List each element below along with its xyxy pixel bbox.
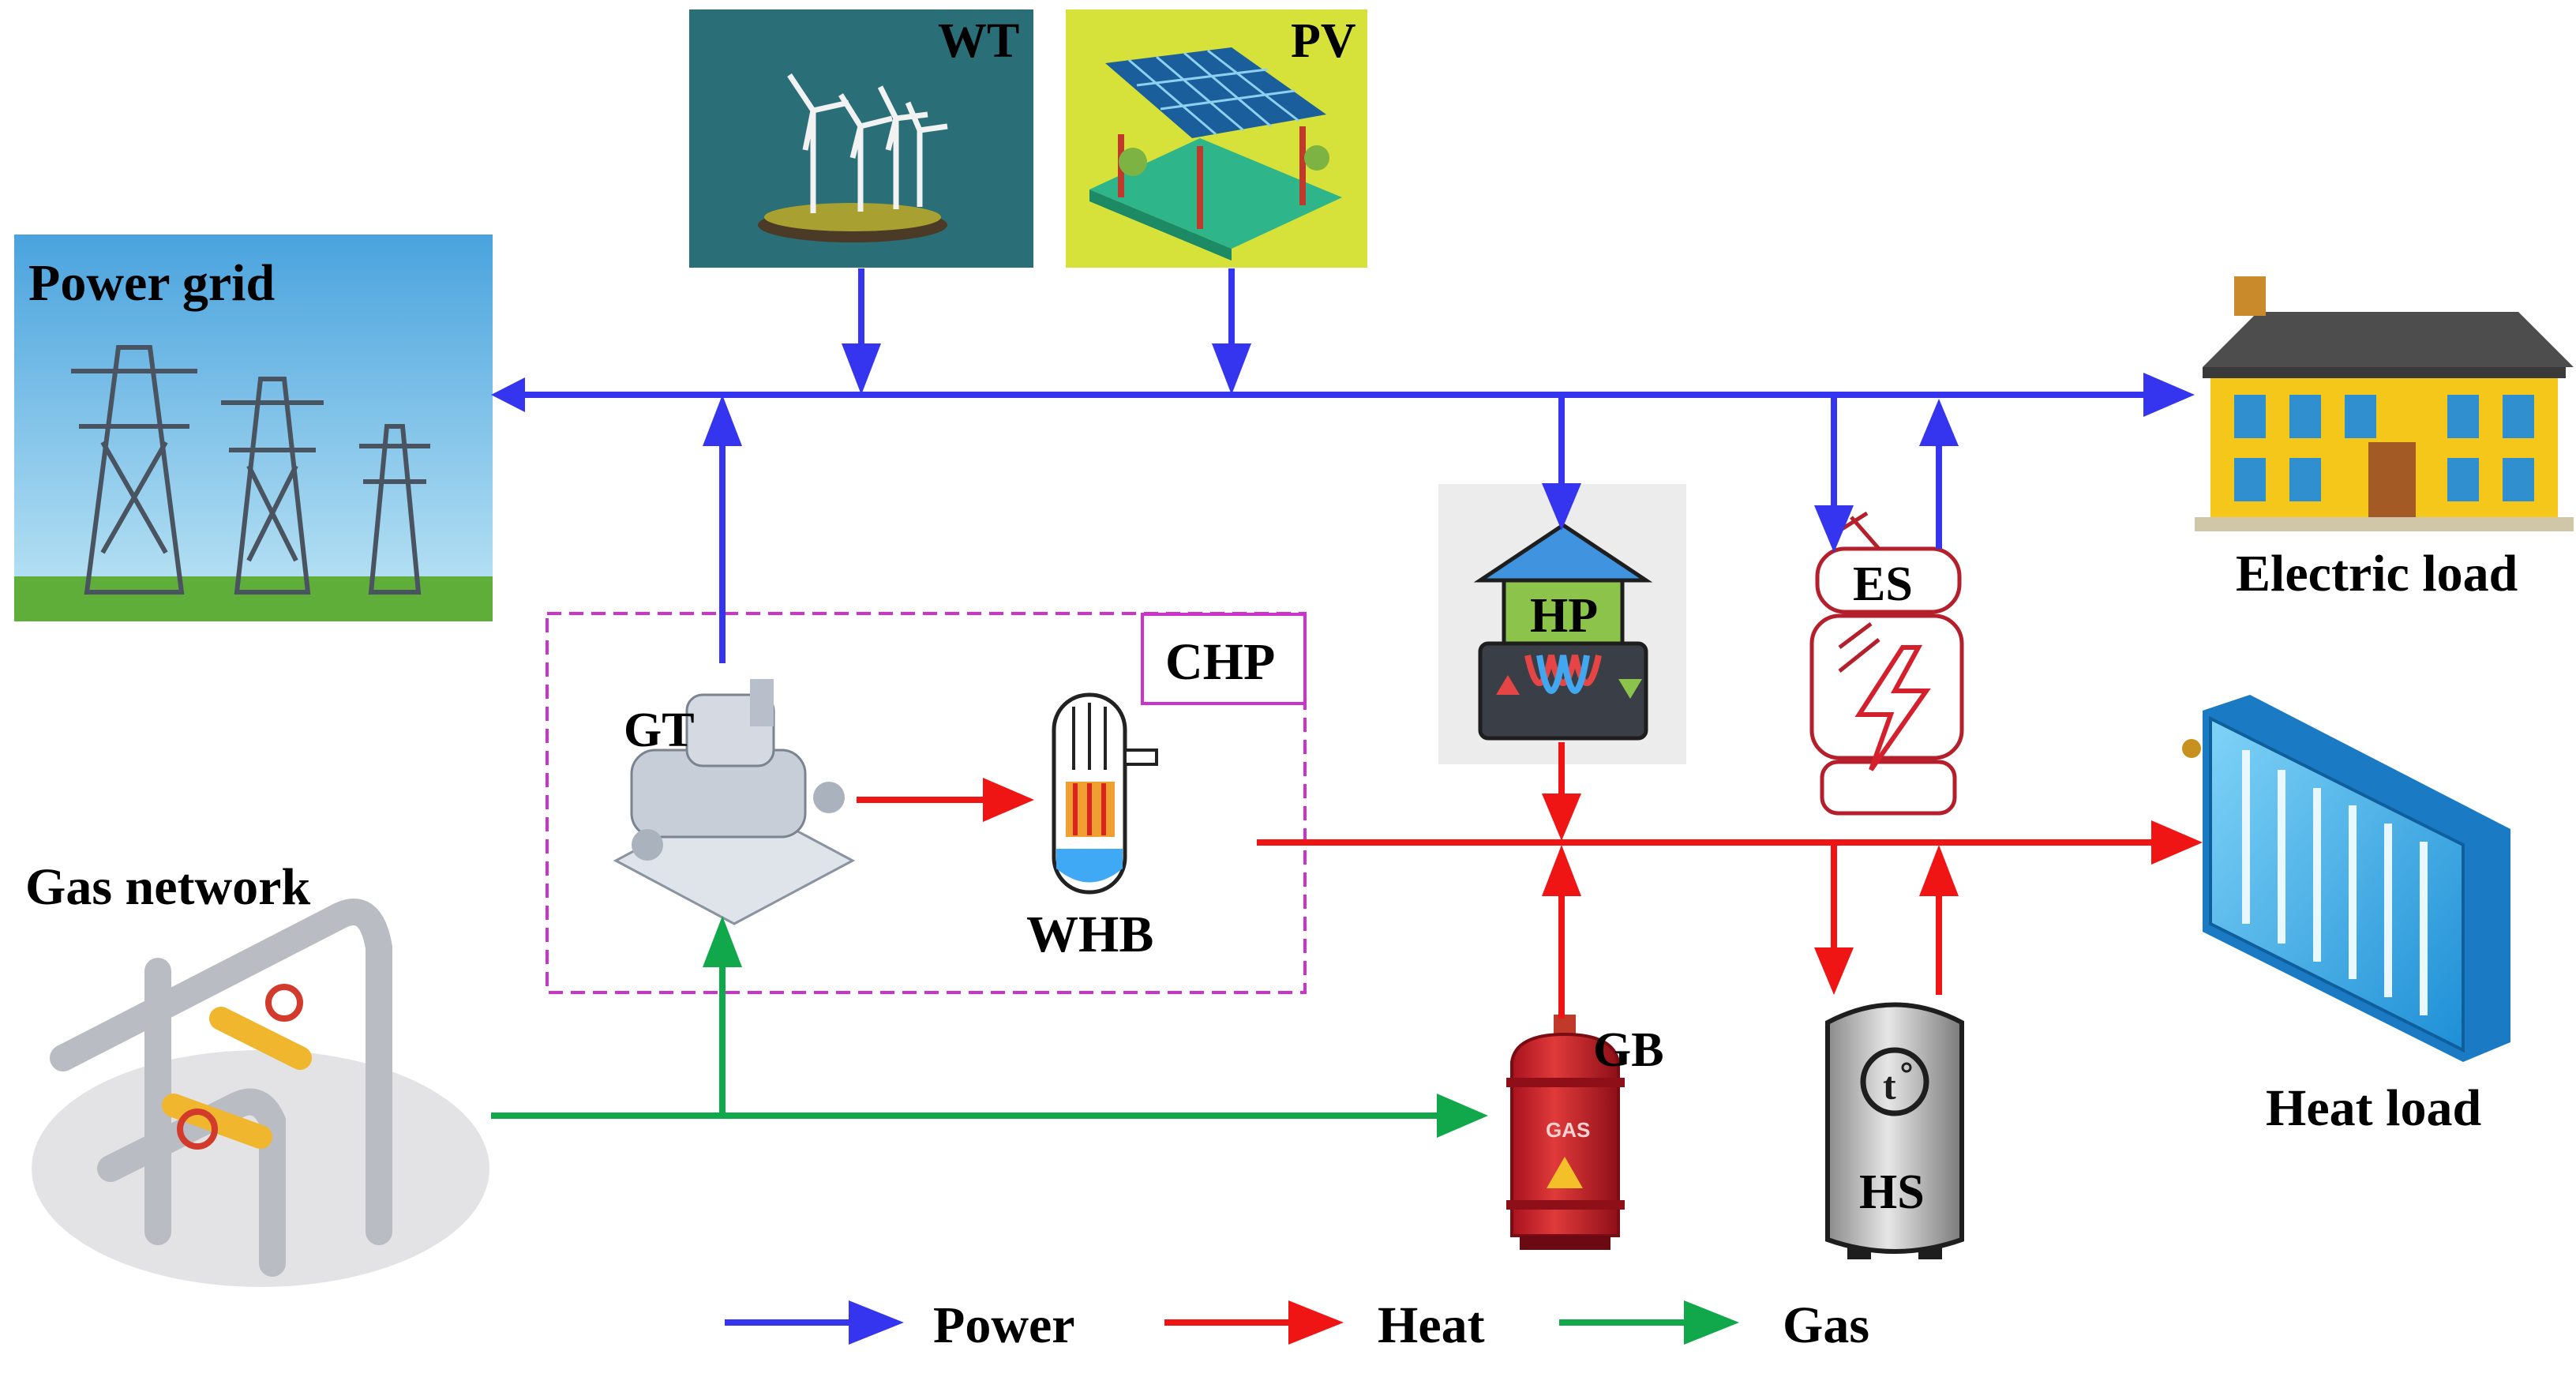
svg-text:t: t — [1883, 1064, 1896, 1108]
power-flow-lines — [525, 268, 2143, 663]
heat-load-radiator-icon: Heat load — [2182, 695, 2510, 1137]
legend-item-heat: Heat — [1164, 1296, 1485, 1354]
wind-turbine-image: WT — [689, 9, 1033, 268]
gas-boiler-cylinder-icon: GAS GB — [1506, 1015, 1664, 1250]
pv-image: PV — [1066, 9, 1367, 268]
gas-network-pipes-icon: Gas network — [25, 858, 489, 1287]
heat-arrowheads — [983, 778, 2203, 995]
power-arrowheads — [491, 343, 2195, 553]
chp-dashed-box — [546, 612, 1307, 994]
legend-power-label: Power — [933, 1296, 1075, 1354]
gas-flow-lines — [491, 967, 1437, 1119]
electric-load-label: Electric load — [2236, 545, 2518, 602]
heat-flow-lines — [857, 742, 2151, 1019]
pv-label: PV — [1291, 14, 1356, 68]
gb-gas-tank-text: GAS — [1546, 1118, 1590, 1142]
heat-load-label: Heat load — [2266, 1079, 2481, 1137]
legend-item-gas: Gas — [1559, 1296, 1869, 1354]
gb-label: GB — [1593, 1023, 1664, 1077]
power-grid-label: Power grid — [28, 254, 275, 312]
electric-load-house-icon: Electric load — [2195, 276, 2574, 602]
gas-turbine-icon: GT — [613, 679, 856, 925]
legend-item-power: Power — [725, 1296, 1075, 1354]
es-label: ES — [1853, 557, 1913, 611]
chp-label-box — [1141, 613, 1307, 705]
chp-label: CHP — [1165, 633, 1275, 691]
legend-gas-label: Gas — [1783, 1296, 1869, 1354]
chp-group: CHP — [546, 612, 1307, 994]
gt-label: GT — [624, 704, 695, 757]
gas-arrowheads — [703, 916, 1488, 1138]
heat-pump-icon: HP — [1438, 484, 1686, 764]
hp-label: HP — [1530, 589, 1598, 643]
legend: Power Heat Gas — [725, 1296, 1869, 1354]
gas-network-label: Gas network — [25, 858, 310, 916]
heat-storage-tank-icon: t HS — [1825, 1002, 1964, 1259]
energy-storage-icon: ES — [1809, 511, 1964, 816]
legend-heat-label: Heat — [1378, 1296, 1485, 1354]
whb-label: WHB — [1026, 906, 1153, 963]
wt-label: WT — [938, 14, 1019, 68]
power-grid-image: Power grid — [14, 235, 493, 621]
hs-label: HS — [1859, 1165, 1925, 1219]
waste-heat-boiler-icon: WHB — [1026, 692, 1158, 963]
